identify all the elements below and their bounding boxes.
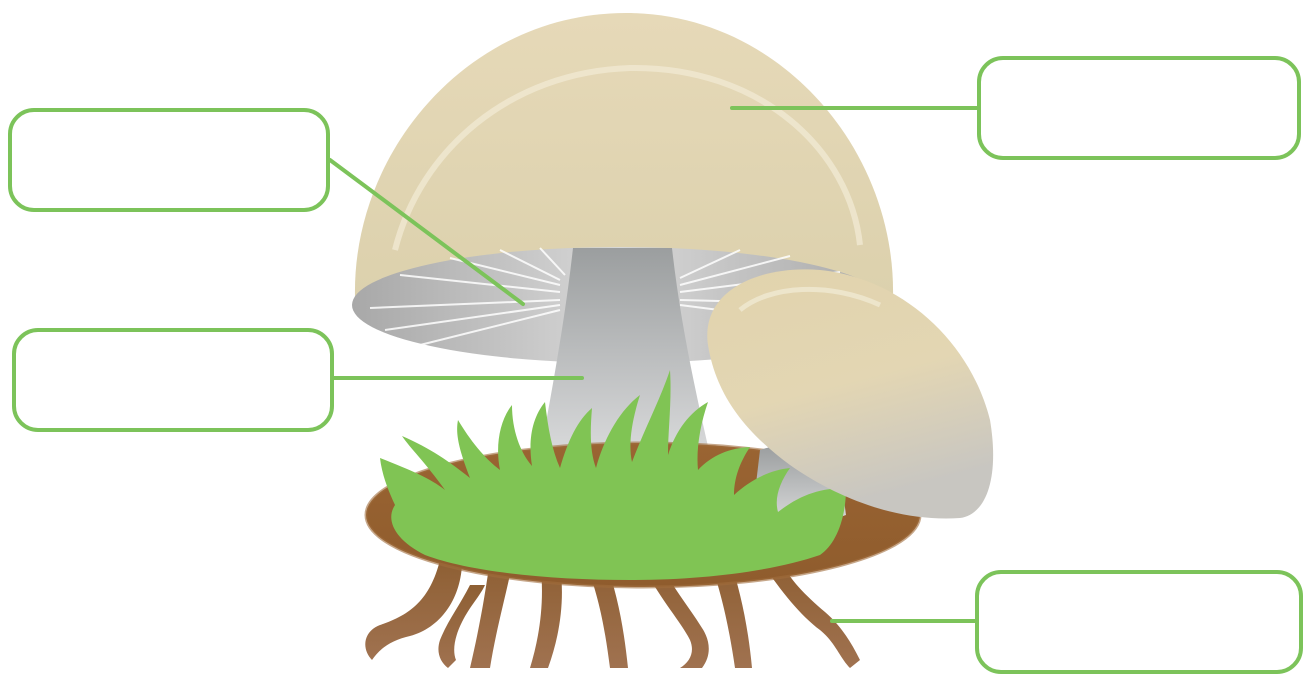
label-box-cap[interactable] — [977, 56, 1301, 160]
label-box-roots[interactable] — [975, 570, 1303, 674]
label-box-stem[interactable] — [12, 328, 334, 432]
label-box-gills[interactable] — [8, 108, 330, 212]
